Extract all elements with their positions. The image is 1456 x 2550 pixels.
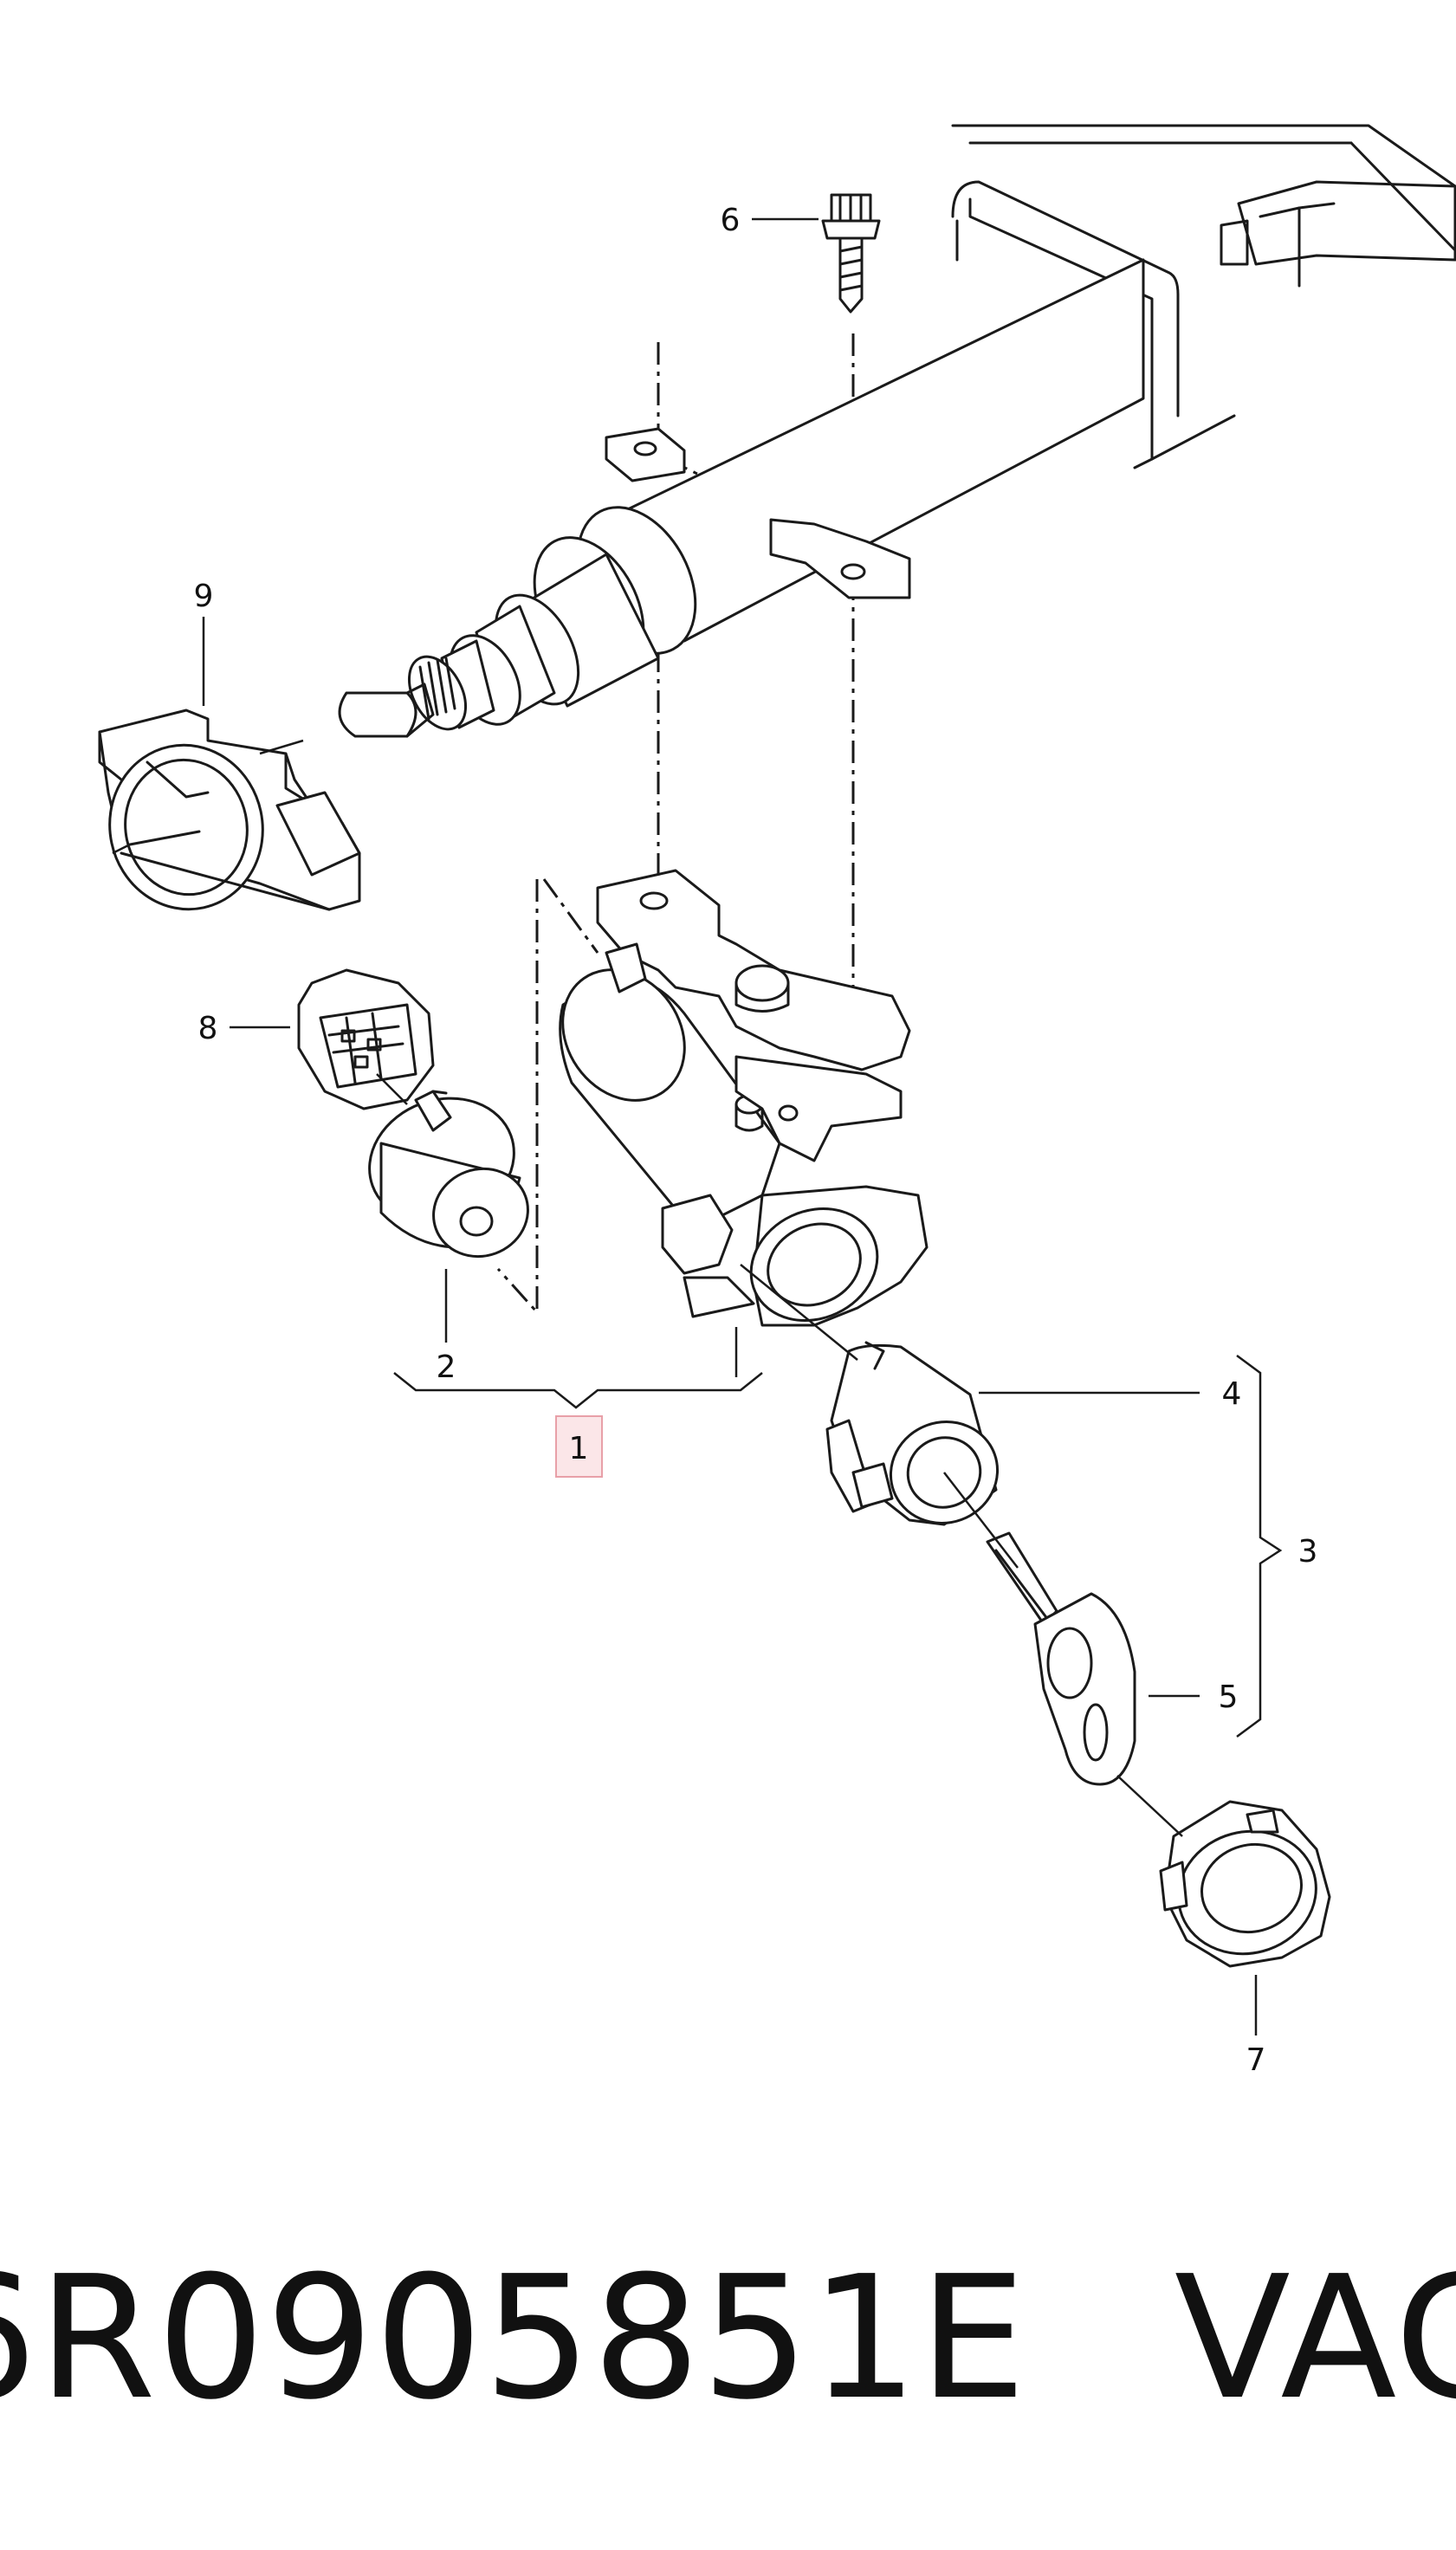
dashboard-crossmember <box>951 124 1456 288</box>
callout-4: 4 <box>1222 1376 1242 1412</box>
lock-cylinder-part-2 <box>368 1090 529 1259</box>
steering-column-tube <box>338 258 1145 738</box>
callout-7: 7 <box>1246 2042 1266 2078</box>
callout-5: 5 <box>1219 1680 1239 1715</box>
callout-1: 1 <box>569 1431 589 1466</box>
callout-6: 6 <box>721 203 741 238</box>
callout-labels: 1 2 3 4 5 6 7 8 9 <box>194 203 1318 2078</box>
callout-2: 2 <box>437 1349 456 1385</box>
ring-part-9 <box>98 709 361 911</box>
connector-part-8 <box>297 968 435 1110</box>
callout-1-highlight <box>555 1415 603 1478</box>
column-mounting-tabs <box>605 427 911 599</box>
screw-part-6 <box>821 193 881 314</box>
nut-part-7 <box>1159 1800 1331 1968</box>
part-number-caption: 6R0905851E VAG <box>0 2240 1456 2437</box>
connection-lines <box>112 739 1183 1837</box>
lock-housing-part-1 <box>559 869 929 1327</box>
callout-leaders <box>202 217 1283 2035</box>
brand-name: VAG <box>1174 2240 1456 2437</box>
callout-9: 9 <box>194 579 214 614</box>
callout-8: 8 <box>198 1011 218 1046</box>
part-number: 6R0905851E <box>0 2240 1027 2437</box>
key-part-5 <box>986 1531 1136 1786</box>
u-bracket <box>951 180 1236 469</box>
lock-cylinder-part-4 <box>825 1341 1000 1526</box>
callout-3: 3 <box>1298 1534 1318 1569</box>
